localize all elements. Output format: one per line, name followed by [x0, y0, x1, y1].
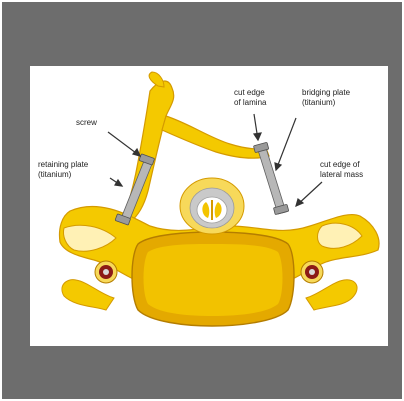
- bridging-plate: [253, 142, 288, 214]
- vertebra-diagram: [30, 66, 388, 346]
- label-bridging-plate: bridging plate (titanium): [302, 88, 350, 107]
- spinal-canal: [180, 178, 244, 234]
- label-retaining-plate: retaining plate (titanium): [38, 160, 88, 179]
- vertebral-body: [132, 232, 294, 326]
- label-screw: screw: [76, 118, 97, 128]
- label-cut-edge-lateral-mass: cut edge of lateral mass: [320, 160, 363, 179]
- diagram-panel: screw retaining plate (titanium) cut edg…: [30, 66, 388, 346]
- label-cut-edge-lamina: cut edge of lamina: [234, 88, 266, 107]
